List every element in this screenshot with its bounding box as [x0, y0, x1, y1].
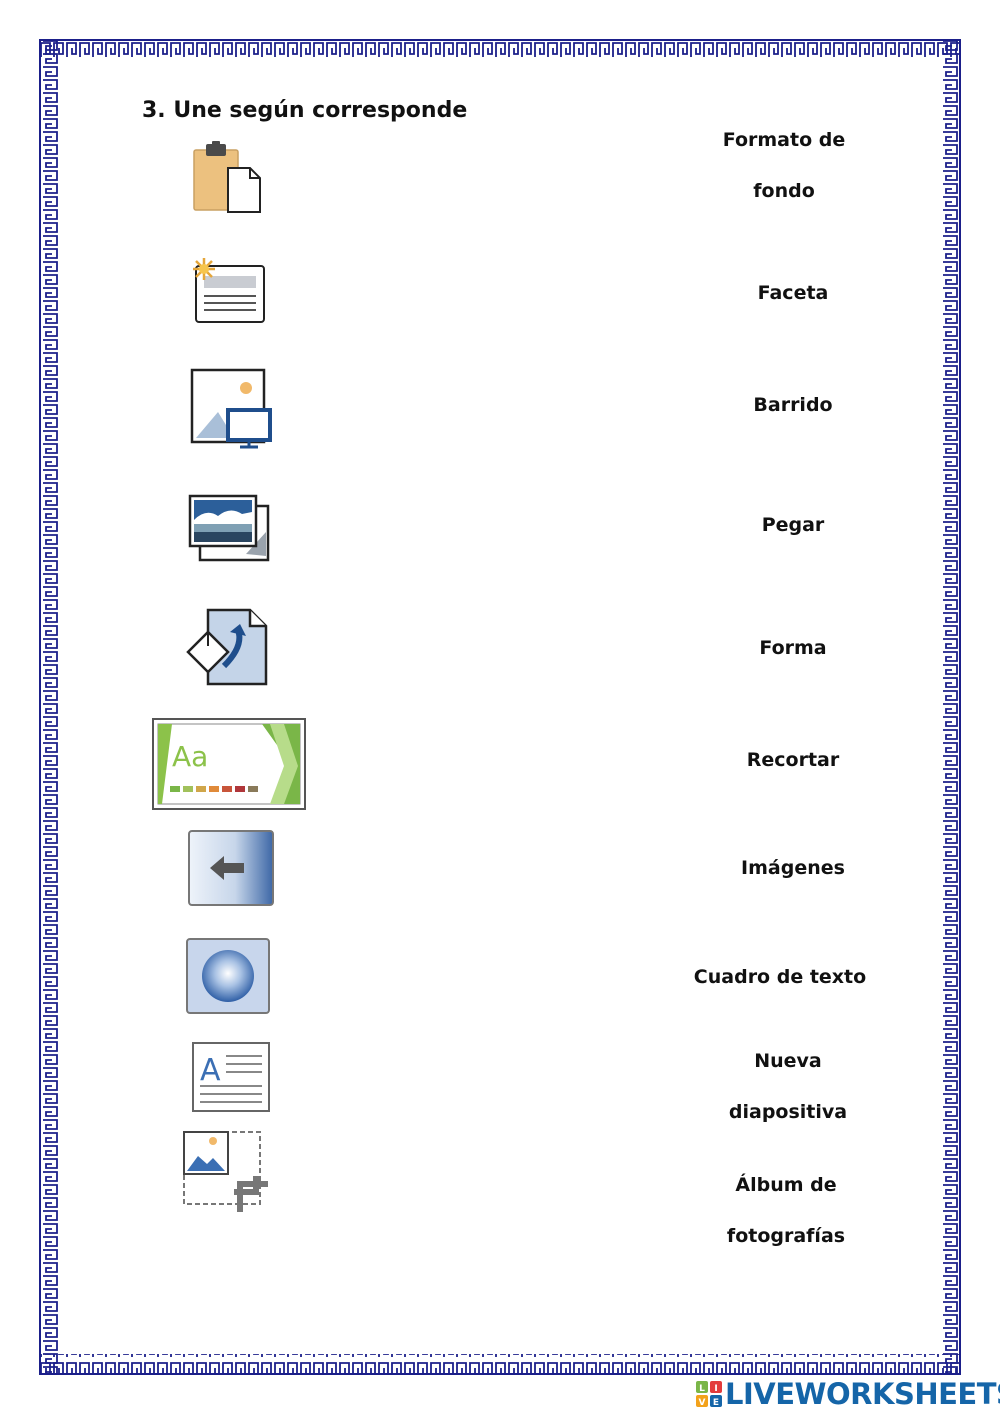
pictures-icon[interactable]	[188, 366, 276, 450]
word-line-2: diapositiva	[728, 1101, 848, 1123]
word-line-1: Forma	[759, 637, 827, 659]
word-line-1: Pegar	[761, 514, 825, 536]
word-faceta[interactable]: Faceta	[673, 268, 913, 319]
clipboard-paste-icon[interactable]	[190, 140, 264, 216]
svg-text:L: L	[699, 1384, 705, 1394]
svg-text:Aa: Aa	[172, 740, 208, 773]
svg-text:E: E	[713, 1398, 719, 1407]
word-line-1: Imágenes	[741, 857, 845, 879]
word-line-1: Formato de	[722, 129, 846, 151]
word-line-1: Recortar	[746, 749, 840, 771]
word-line-2: fondo	[753, 180, 815, 202]
liveworksheets-logo-icon: L I V E	[696, 1381, 722, 1407]
page-title: 3. Une según corresponde	[142, 98, 468, 123]
text-box-icon[interactable]: A	[190, 1040, 272, 1114]
wipe-transition-icon[interactable]	[186, 828, 276, 908]
word-formato-de-fondo[interactable]: Formato de fondo	[664, 115, 904, 217]
crop-image-icon[interactable]	[180, 1128, 274, 1216]
word-line-2: fotografías	[726, 1225, 846, 1247]
word-album-de-fotografias[interactable]: Álbum de fotografías	[666, 1160, 906, 1262]
word-barrido[interactable]: Barrido	[673, 380, 913, 431]
word-cuadro-de-texto[interactable]: Cuadro de texto	[660, 952, 900, 1003]
svg-text:V: V	[699, 1398, 706, 1407]
svg-text:I: I	[714, 1384, 717, 1394]
word-line-1: Álbum de	[735, 1174, 837, 1196]
word-imagenes[interactable]: Imágenes	[673, 843, 913, 894]
word-recortar[interactable]: Recortar	[673, 735, 913, 786]
word-line-1: Faceta	[757, 282, 829, 304]
format-background-icon[interactable]	[184, 606, 272, 688]
word-line-1: Barrido	[753, 394, 833, 416]
photo-album-icon[interactable]	[186, 492, 272, 564]
brand-name: LIVEWORKSHEETS	[725, 1377, 1000, 1411]
liveworksheets-brand: L I V E LIVEWORKSHEETS	[696, 1376, 1000, 1412]
word-nueva-diapositiva[interactable]: Nueva diapositiva	[668, 1036, 908, 1138]
word-line-1: Nueva	[754, 1050, 822, 1072]
shape-circle-icon[interactable]	[184, 936, 272, 1016]
new-slide-icon[interactable]	[188, 254, 270, 326]
word-pegar[interactable]: Pegar	[673, 500, 913, 551]
svg-text:A: A	[200, 1053, 221, 1088]
facet-theme-icon[interactable]: Aa	[152, 718, 306, 810]
word-forma[interactable]: Forma	[673, 623, 913, 674]
word-line-1: Cuadro de texto	[693, 966, 867, 988]
